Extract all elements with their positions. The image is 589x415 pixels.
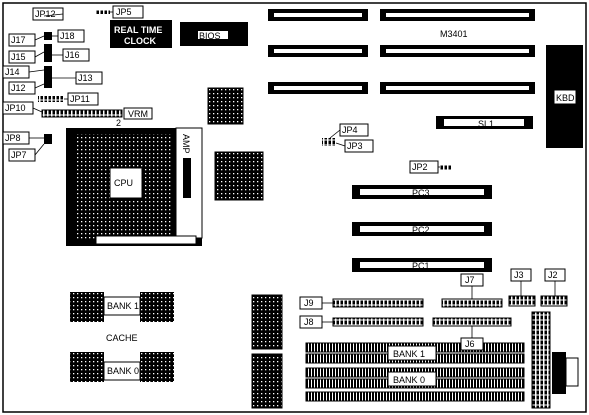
svg-text:J16: J16: [65, 50, 80, 60]
j12-label: J12: [8, 81, 36, 95]
jp12-label: JP12: [32, 7, 64, 21]
svg-text:JP3: JP3: [347, 141, 363, 151]
svg-text:KBD: KBD: [556, 93, 575, 103]
svg-text:J3: J3: [514, 270, 524, 280]
j9-label: J9: [299, 296, 323, 310]
svg-text:JP8: JP8: [5, 133, 21, 143]
svg-text:CLOCK: CLOCK: [124, 36, 156, 46]
cpu-socket: [66, 127, 203, 246]
cache-banks: [70, 292, 174, 382]
expansion-slots-top: [268, 9, 535, 94]
j7-label: J7: [460, 273, 484, 287]
svg-text:BANK 0: BANK 0: [107, 366, 139, 376]
chip: [251, 294, 283, 350]
connector: [552, 352, 566, 394]
svg-text:BIOS: BIOS: [199, 31, 221, 41]
j14-label: J14: [2, 65, 30, 79]
j8-connector: [332, 317, 424, 327]
svg-text:J9: J9: [304, 298, 314, 308]
svg-text:J2: J2: [548, 270, 558, 280]
svg-text:JP7: JP7: [11, 150, 27, 160]
svg-text:JP11: JP11: [70, 94, 90, 104]
j3-label: J3: [510, 268, 532, 282]
jp3-label: JP3: [344, 139, 374, 153]
svg-text:JP10: JP10: [5, 103, 26, 113]
svg-text:J18: J18: [60, 31, 75, 41]
j18-label: J18: [57, 29, 85, 43]
svg-text:JP5: JP5: [116, 7, 132, 17]
jp8-label: JP8: [2, 131, 30, 145]
j2-label: J2: [544, 268, 566, 282]
chip: [207, 87, 244, 125]
svg-text:J15: J15: [11, 52, 26, 62]
j6-label: J6: [460, 337, 484, 351]
jp2-label: JP2: [409, 160, 439, 174]
j15-label: J15: [8, 50, 36, 64]
svg-text:J12: J12: [11, 83, 26, 93]
jp10-label: JP10: [2, 101, 34, 115]
svg-text:SL1: SL1: [478, 119, 494, 129]
chip: [214, 151, 264, 201]
j8-label: J8: [299, 315, 323, 329]
j3-connector: [508, 295, 536, 307]
svg-text:JP12: JP12: [35, 9, 56, 19]
svg-text:AMP: AMP: [181, 134, 191, 154]
j2-connector: [540, 295, 568, 307]
real-time-clock-chip: [110, 20, 172, 48]
svg-text:BANK 1: BANK 1: [393, 349, 425, 359]
j7-connector: [441, 298, 503, 308]
j13-label: J13: [75, 71, 103, 85]
jp4-label: JP4: [339, 123, 369, 137]
svg-text:J13: J13: [78, 73, 93, 83]
svg-text:CPU: CPU: [114, 178, 133, 188]
svg-text:BANK 0: BANK 0: [393, 375, 425, 385]
svg-text:PC3: PC3: [412, 188, 430, 198]
power-connector: [531, 311, 551, 409]
svg-text:PC1: PC1: [412, 261, 430, 271]
chip: [251, 353, 283, 409]
svg-text:BANK 1: BANK 1: [107, 301, 139, 311]
j17-label: J17: [8, 33, 36, 47]
j16-label: J16: [62, 48, 90, 62]
pci-slots: [352, 185, 492, 272]
svg-text:J7: J7: [465, 275, 475, 285]
svg-text:J6: J6: [465, 339, 475, 349]
simm-banks: [305, 342, 525, 402]
svg-text:J14: J14: [5, 67, 20, 77]
jp7-label: JP7: [8, 148, 36, 162]
svg-text:VRM: VRM: [128, 109, 148, 119]
j6-connector: [432, 317, 512, 327]
svg-text:2: 2: [116, 118, 121, 128]
svg-text:CACHE: CACHE: [106, 333, 138, 343]
svg-text:REAL TIME: REAL TIME: [114, 25, 162, 35]
svg-text:JP2: JP2: [412, 162, 428, 172]
jp11-label: JP11: [67, 92, 99, 106]
svg-text:PC2: PC2: [412, 225, 430, 235]
svg-text:JP4: JP4: [342, 125, 358, 135]
jp5-label: JP5: [112, 5, 144, 19]
j9-connector: [332, 298, 424, 308]
svg-text:J8: J8: [304, 317, 314, 327]
svg-text:J17: J17: [11, 35, 26, 45]
vrm-header: [41, 109, 123, 118]
board-model: M3401: [440, 29, 468, 39]
